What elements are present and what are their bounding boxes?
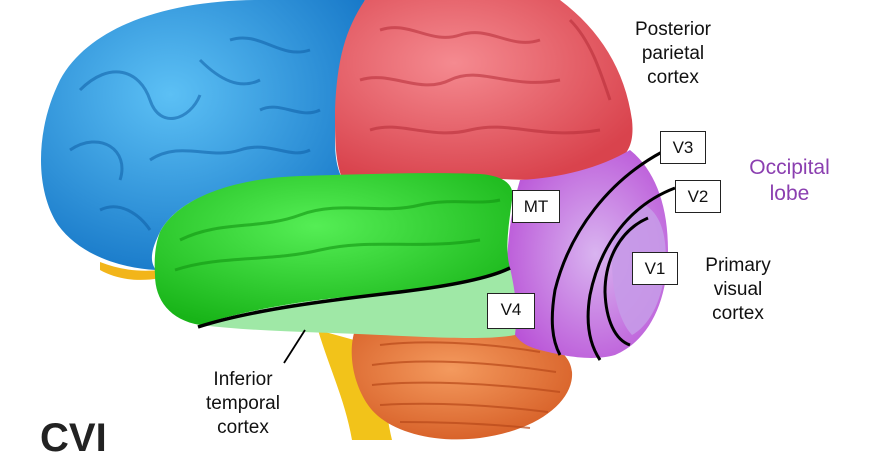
area-box-v1: V1 <box>632 252 678 285</box>
v2-boundary <box>586 186 676 361</box>
area-box-v3: V3 <box>660 131 706 164</box>
frontal-lobe <box>40 0 365 270</box>
temporal-lobe <box>154 173 513 325</box>
label-line: Occipital <box>749 156 830 179</box>
label-occipital-lobe: Occipital lobe <box>732 155 847 207</box>
label-line: cortex <box>217 417 269 438</box>
label-inferior-temporal-cortex: Inferior temporal cortex <box>193 368 293 440</box>
inferior-temporal-leader <box>283 329 306 364</box>
cut-off-title: CVI <box>40 416 107 460</box>
label-posterior-parietal-cortex: Posterior parietal cortex <box>618 18 728 90</box>
parietal-lobe <box>335 0 633 180</box>
area-box-mt: MT <box>512 190 560 223</box>
area-box-v2: V2 <box>675 180 721 213</box>
frontal-gyri <box>69 36 321 231</box>
olfactory-strip <box>100 262 160 280</box>
cerebellum <box>351 322 573 440</box>
v1-boundary <box>603 216 649 347</box>
label-primary-visual-cortex: Primary visual cortex <box>688 254 788 326</box>
label-line: cortex <box>712 303 764 324</box>
v3-boundary <box>550 150 663 356</box>
label-line: temporal <box>206 393 280 414</box>
label-line: Inferior <box>213 369 273 390</box>
parietal-gyri <box>359 18 612 135</box>
temporal-lower-band <box>200 268 517 339</box>
label-line: visual <box>713 279 763 300</box>
area-box-v4: V4 <box>487 293 535 329</box>
label-line: parietal <box>641 43 705 64</box>
cerebellum-folds <box>371 341 561 429</box>
inferior-temporal-boundary <box>197 266 511 329</box>
brain-diagram <box>40 0 676 440</box>
label-line: Posterior <box>634 19 712 40</box>
label-line: Primary <box>705 255 771 276</box>
label-line: cortex <box>647 67 699 88</box>
label-line: lobe <box>769 182 810 205</box>
temporal-gyri <box>174 198 501 272</box>
